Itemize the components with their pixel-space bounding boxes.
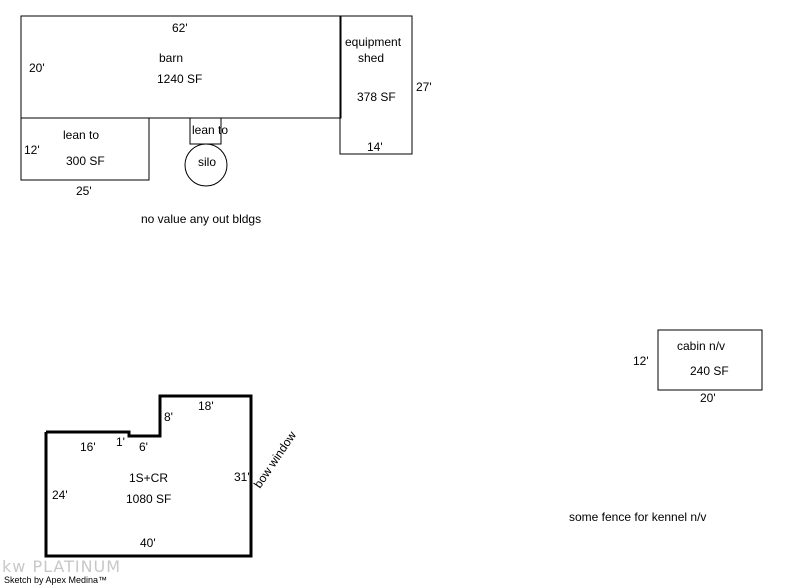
lean-to-left-width-label: 25' xyxy=(76,184,92,198)
house-dim-step-vertical: 8' xyxy=(164,410,173,424)
fence-note: some fence for kennel n/v xyxy=(569,510,706,524)
silo-outline xyxy=(184,143,228,187)
equipment-shed-area: 378 SF xyxy=(357,90,396,104)
house-dim-step-top: 16' xyxy=(80,440,96,454)
lean-to-left-label: lean to xyxy=(63,128,99,142)
equipment-shed-label-line1: equipment xyxy=(345,35,402,49)
cabin-area: 240 SF xyxy=(690,364,729,378)
house-dim-top-right: 18' xyxy=(198,399,214,413)
cabin-outline xyxy=(657,329,763,391)
barn-label: barn xyxy=(159,51,183,65)
barn-depth-label: 20' xyxy=(29,61,45,75)
lean-to-small-label: lean to xyxy=(192,123,228,137)
cabin-width-label: 20' xyxy=(700,391,716,405)
lean-to-left-outline xyxy=(20,117,150,181)
watermark: kw PLATINUM xyxy=(2,557,121,576)
barn-outline xyxy=(20,15,342,119)
house-dim-bottom: 40' xyxy=(140,536,156,550)
house-dim-left: 24' xyxy=(52,488,68,502)
silo-label: silo xyxy=(198,155,216,169)
house-dim-step-inner: 6' xyxy=(139,440,148,454)
lean-to-left-area: 300 SF xyxy=(66,154,105,168)
equipment-shed-label-line2: shed xyxy=(358,51,384,65)
sketch-credit: Sketch by Apex Medina™ xyxy=(4,575,107,585)
house-dim-notch: 1' xyxy=(116,435,125,449)
cabin-depth-label: 12' xyxy=(633,354,649,368)
equipment-shed-depth-label: 27' xyxy=(416,80,432,94)
outbuildings-note: no value any out bldgs xyxy=(141,212,261,226)
equipment-shed-outline xyxy=(339,15,413,155)
bow-window-label: bow window xyxy=(251,428,299,490)
barn-area: 1240 SF xyxy=(157,72,202,86)
lean-to-left-depth-label: 12' xyxy=(24,143,40,157)
house-area: 1080 SF xyxy=(126,492,171,506)
equipment-shed-width-label: 14' xyxy=(367,140,383,154)
house-dim-right: 31' xyxy=(234,470,250,484)
house-label: 1S+CR xyxy=(129,471,168,485)
house-outline xyxy=(44,394,253,558)
barn-width-label: 62' xyxy=(172,21,188,35)
cabin-label: cabin n/v xyxy=(677,339,725,353)
